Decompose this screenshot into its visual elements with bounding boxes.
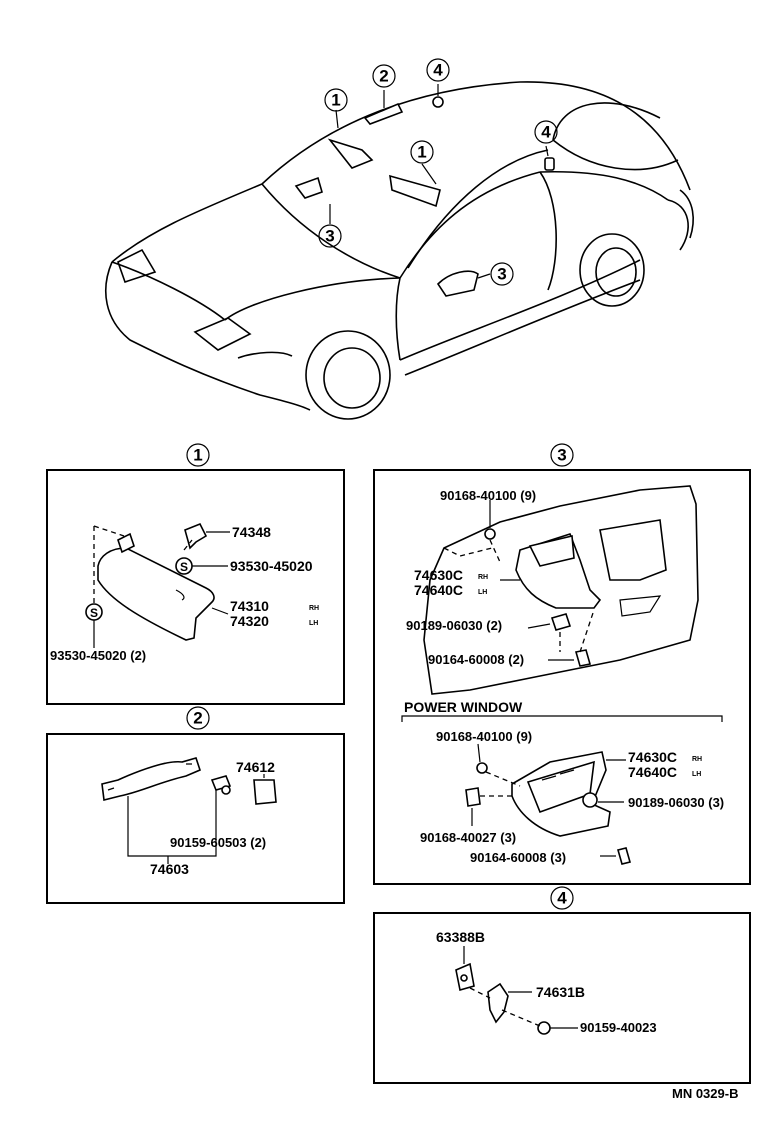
car-callout: 2 — [372, 64, 396, 88]
part-code-90159-40023: 90159-40023 — [580, 1020, 657, 1035]
sun-visor — [97, 547, 215, 641]
section-number: 2 — [193, 709, 202, 728]
svg-text:S: S — [180, 560, 188, 574]
part-code-90168-40027: 90168-40027 (3) — [420, 830, 516, 845]
part-code-74640c: 74640C — [414, 582, 463, 598]
part-code-90168-40100-pw: 90168-40100 (9) — [436, 729, 532, 744]
car-clip-front — [432, 96, 444, 108]
screw-icon: S — [85, 603, 103, 621]
part-code-74640c-pw: 74640C — [628, 764, 677, 780]
car-callout: 1 — [324, 88, 348, 112]
suffix-rh: RH — [309, 605, 319, 612]
power-window-title: POWER WINDOW — [404, 699, 523, 715]
clip-90168 — [484, 528, 496, 540]
screw-icon: S — [175, 557, 193, 575]
section-2: 2 74612 90159-60503 (2) 74603 — [46, 706, 345, 904]
screw-90189 — [550, 613, 572, 631]
part-code-63388b: 63388B — [436, 929, 485, 945]
svg-text:3: 3 — [497, 265, 506, 284]
part-code-74320: 74320 — [230, 613, 269, 629]
inside-handle — [528, 535, 575, 567]
car-callout: 3 — [490, 262, 514, 286]
section-number: 1 — [193, 446, 202, 465]
svg-text:4: 4 — [433, 61, 443, 80]
section-number: 4 — [557, 889, 567, 908]
screw-90168-40027 — [465, 787, 481, 807]
section-frame — [373, 912, 751, 1084]
suffix-lh: LH — [692, 771, 701, 778]
section-frame — [373, 469, 751, 885]
svg-text:2: 2 — [379, 67, 388, 86]
part-code-90168-40100: 90168-40100 (9) — [440, 488, 536, 503]
section-3: 3 90168-40100 (9) 74630C RH 74640C LH 90… — [373, 443, 751, 885]
section-frame — [46, 469, 345, 705]
clip-90168-pw — [476, 762, 488, 774]
car-door-trim-left — [294, 176, 323, 199]
screw-90164 — [574, 649, 592, 667]
car-illustration: 1 2 1 4 4 3 3 — [105, 58, 694, 420]
svg-text:1: 1 — [417, 143, 426, 162]
visor-holder — [117, 532, 135, 554]
part-code-90189-06030-pw: 90189-06030 (3) — [628, 795, 724, 810]
car-sunvisor-right — [389, 174, 441, 208]
part-code-90189-06030: 90189-06030 (2) — [406, 618, 502, 633]
panel-recess — [599, 519, 667, 581]
suffix-rh: RH — [692, 756, 702, 763]
suffix-rh: RH — [478, 574, 488, 581]
part-code-74310: 74310 — [230, 598, 269, 614]
section-number: 3 — [557, 446, 566, 465]
part-code-93530-45020-2: 93530-45020 (2) — [50, 648, 146, 663]
section-4: 4 63388B 74631B 90159-40023 — [373, 886, 751, 1084]
part-code-74630c-pw: 74630C — [628, 749, 677, 765]
cap-74612 — [253, 779, 277, 805]
suffix-lh: LH — [478, 589, 487, 596]
car-callout: 1 — [410, 140, 434, 164]
part-code-90159-60503: 90159-60503 (2) — [170, 835, 266, 850]
svg-text:4: 4 — [541, 123, 551, 142]
bracket-74348 — [184, 522, 208, 550]
car-callout: 3 — [318, 224, 342, 248]
part-code-74603: 74603 — [150, 861, 189, 877]
screw-90189-pw — [582, 792, 598, 808]
part-code-74612: 74612 — [236, 759, 275, 775]
svg-text:3: 3 — [325, 227, 334, 246]
svg-text:1: 1 — [331, 91, 340, 110]
figure-id: MN 0329-B — [672, 1086, 738, 1101]
screw-90159-40023 — [537, 1021, 551, 1035]
part-code-90164-60008-pw: 90164-60008 (3) — [470, 850, 566, 865]
part-code-90164-60008: 90164-60008 (2) — [428, 652, 524, 667]
car-roof-grip — [363, 102, 404, 125]
section-1: 1 S S 74348 93530-45020 74310 RH 74320 L… — [46, 443, 345, 705]
svg-text:S: S — [90, 606, 98, 620]
suffix-lh: LH — [309, 620, 318, 627]
part-code-74631b: 74631B — [536, 984, 585, 1000]
screw-90164-pw — [617, 847, 631, 865]
part-code-93530-45020: 93530-45020 — [230, 558, 313, 574]
car-sunvisor-left — [327, 138, 374, 169]
clip-74631b — [487, 982, 509, 1024]
section-frame — [46, 733, 345, 904]
car-callout: 4 — [426, 58, 450, 82]
assist-grip — [101, 757, 201, 801]
car-clip-rear — [544, 157, 555, 171]
part-code-74630c: 74630C — [414, 567, 463, 583]
car-callout: 4 — [534, 120, 558, 144]
part-code-74348: 74348 — [232, 524, 271, 540]
car-door-trim-right — [436, 270, 479, 297]
